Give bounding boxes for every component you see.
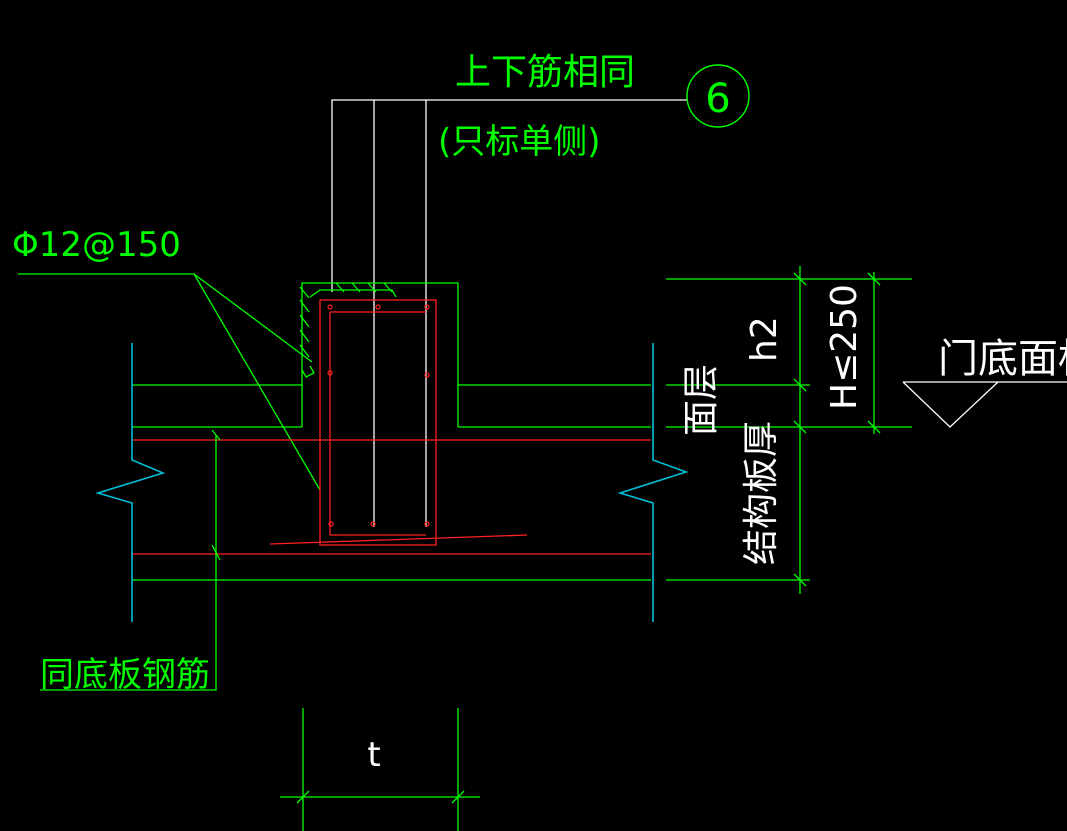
dim-h-limit-label: H≤250 <box>824 284 865 410</box>
door-bottom-elevation-label: 门底面标 <box>938 336 1067 382</box>
red-rebar-lines <box>132 299 651 555</box>
rebar-spec-leader <box>18 273 321 491</box>
break-line-left <box>95 343 166 622</box>
callout-circle <box>686 64 750 128</box>
slab-thickness-label: 结构板厚 <box>741 421 782 565</box>
dimension-lines <box>666 266 912 594</box>
dim-h2-label: h2 <box>744 316 785 362</box>
break-line-right <box>617 343 689 622</box>
width-t-label: t <box>367 735 380 775</box>
bottom-plate-text: 同底板钢筋 <box>40 655 210 695</box>
elevation-symbol <box>902 381 1067 428</box>
curb-outline <box>132 282 651 581</box>
top-note-subtext: (只标单侧) <box>438 122 601 162</box>
callout-number: 6 <box>705 76 730 122</box>
top-note-leader <box>331 99 688 527</box>
rebar-spec-text: Φ12@150 <box>12 225 181 265</box>
width-dimension <box>280 708 480 831</box>
bottom-plate-leader <box>40 429 221 691</box>
rebar-dots <box>327 304 430 527</box>
surface-layer-label: 面层 <box>681 364 722 436</box>
top-note-text: 上下筋相同 <box>455 52 635 93</box>
